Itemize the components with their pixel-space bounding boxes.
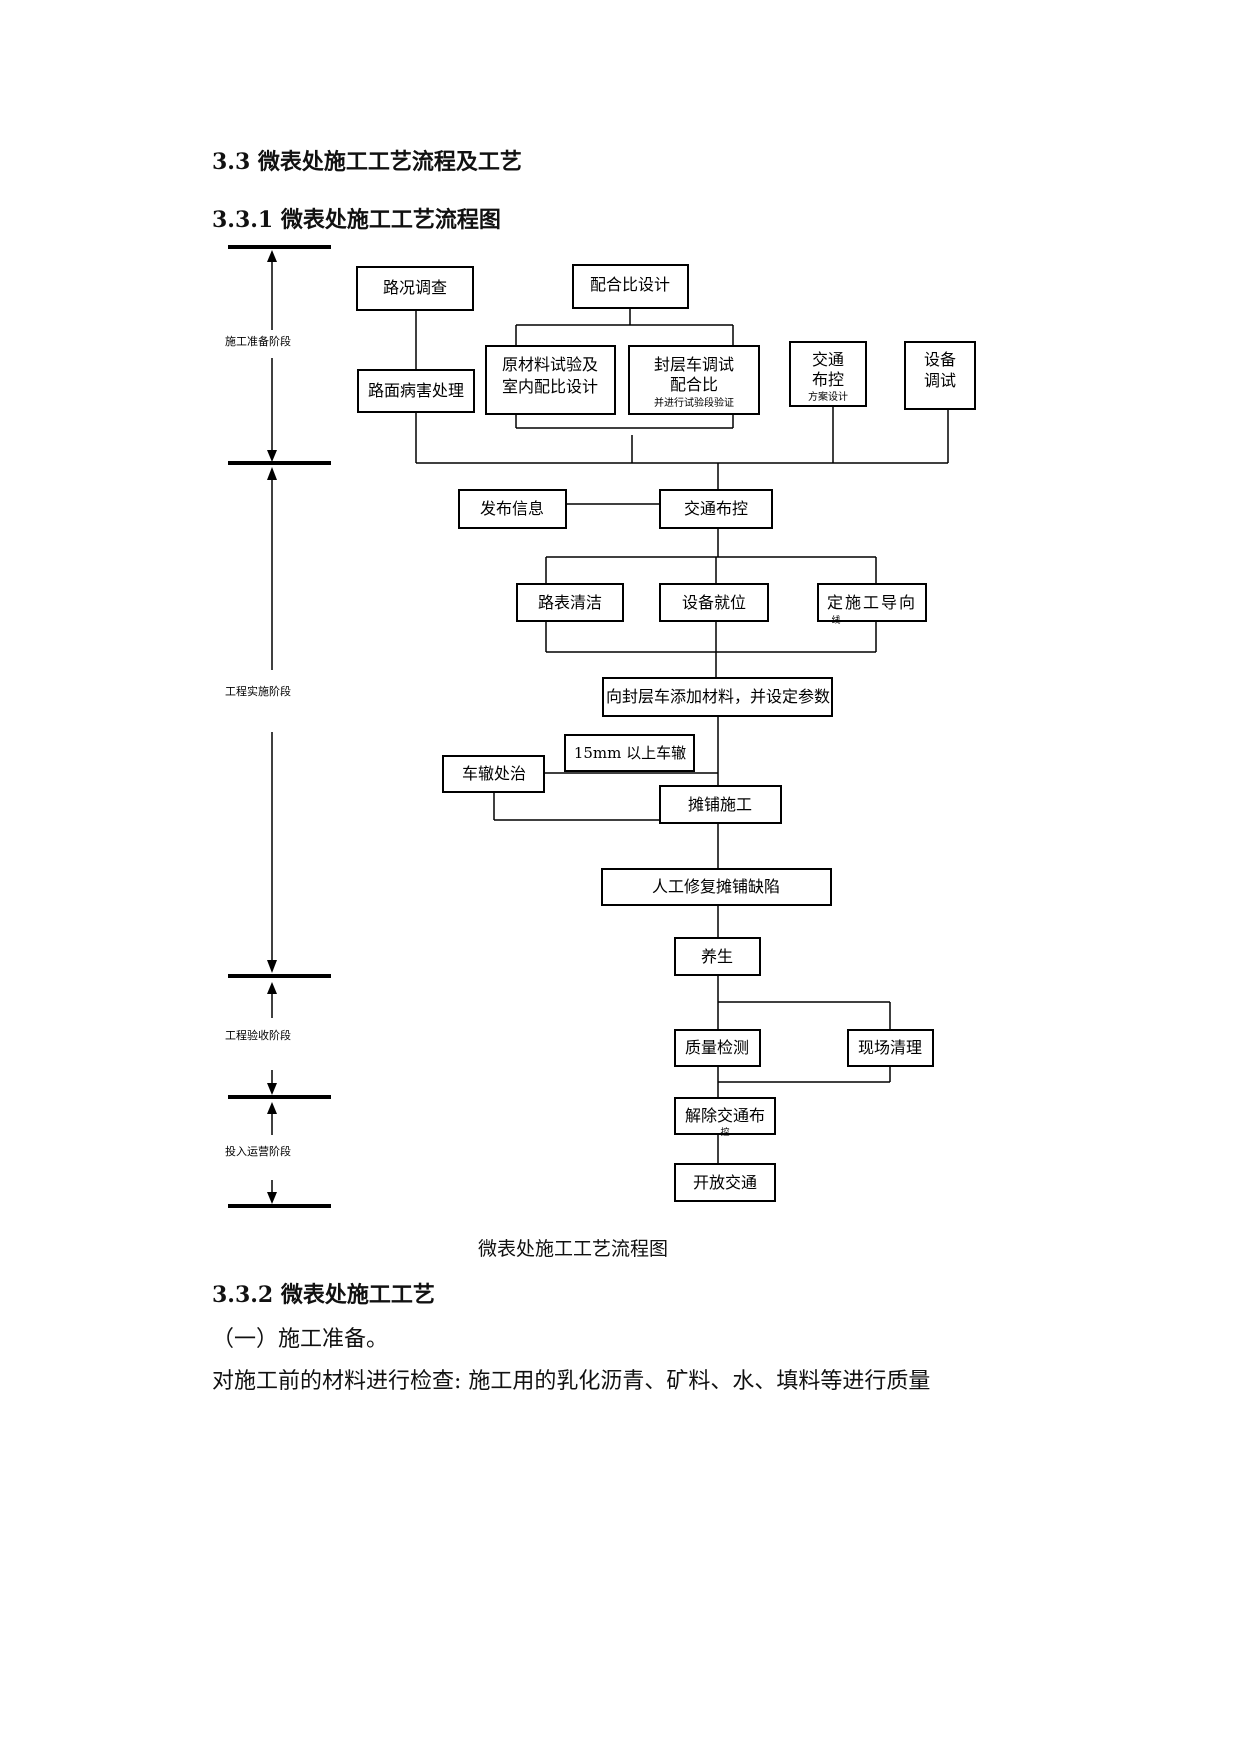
svg-text:发布信息: 发布信息 xyxy=(480,499,544,518)
box-paving: 摊铺施工 xyxy=(659,785,782,824)
svg-text:路面病害处理: 路面病害处理 xyxy=(368,381,464,400)
stage-label-accept: 工程验收阶段 xyxy=(225,1028,291,1042)
box-manual-repair: 人工修复摊铺缺陷 xyxy=(601,868,832,906)
box-publish-info: 发布信息 xyxy=(458,489,567,529)
section-title: 3.3 微表处施工工艺流程及工艺 xyxy=(212,149,522,175)
box-quality-check: 质量检测 xyxy=(674,1029,761,1067)
svg-text:现场清理: 现场清理 xyxy=(858,1038,922,1057)
stage-label-operate: 投入运营阶段 xyxy=(225,1144,291,1158)
box-add-material: 向封层车添加材料，并设定参数 xyxy=(602,677,833,717)
stage-label-prep: 施工准备阶段 xyxy=(225,334,291,348)
box-mix-design: 配合比设计 xyxy=(572,264,689,309)
subsection-2-title: 3.3.2 微表处施工工艺 xyxy=(212,1282,435,1308)
svg-text:路表清洁: 路表清洁 xyxy=(538,593,602,612)
box-rut-15mm: 15mm 以上车辙 xyxy=(564,734,695,772)
connectors xyxy=(415,308,949,1164)
svg-text:封层车调试: 封层车调试 xyxy=(654,355,734,374)
stage-label-exec: 工程实施阶段 xyxy=(225,684,291,698)
box-pavement-fix: 路面病害处理 xyxy=(357,369,475,413)
subsection-1-title: 3.3.1 微表处施工工艺流程图 xyxy=(212,207,501,233)
box-lift-control: 解除交通布 控 xyxy=(674,1097,776,1138)
svg-text:调试: 调试 xyxy=(924,371,956,390)
guide-line-cut: 线 xyxy=(831,614,840,626)
box-road-clean: 路表清洁 xyxy=(516,583,624,622)
figure-caption: 微表处施工工艺流程图 xyxy=(478,1238,669,1260)
box-rut-treat: 车辙处治 xyxy=(442,755,545,793)
svg-text:质量检测: 质量检测 xyxy=(685,1038,749,1057)
svg-text:车辙处治: 车辙处治 xyxy=(462,764,526,783)
svg-text:布控: 布控 xyxy=(812,370,844,389)
svg-text:向封层车添加材料，并设定参数: 向封层车添加材料，并设定参数 xyxy=(606,687,830,706)
svg-text:开放交通: 开放交通 xyxy=(693,1173,757,1192)
box-road-survey: 路况调查 xyxy=(356,266,474,311)
svg-text:15mm 以上车辙: 15mm 以上车辙 xyxy=(574,744,686,762)
svg-text:摊铺施工: 摊铺施工 xyxy=(688,795,752,814)
svg-text:解除交通布: 解除交通布 xyxy=(685,1106,765,1125)
svg-text:交通: 交通 xyxy=(812,350,844,369)
box-sealer-adjust: 封层车调试 配合比 并进行试验段验证 xyxy=(628,345,760,415)
box-equip-debug: 设备 调试 xyxy=(904,341,976,410)
svg-text:养生: 养生 xyxy=(701,947,733,966)
box-material-test: 原材料试验及 室内配比设计 xyxy=(485,345,616,415)
svg-text:配合比: 配合比 xyxy=(670,375,718,394)
svg-text:方案设计: 方案设计 xyxy=(808,390,848,403)
box-traffic-plan: 交通 布控 方案设计 xyxy=(789,341,867,407)
svg-text:定施工导向: 定施工导向 xyxy=(827,593,917,612)
box-guide-line: 定施工导向 线 xyxy=(817,583,927,626)
box-open-traffic: 开放交通 xyxy=(674,1163,776,1202)
svg-text:路况调查: 路况调查 xyxy=(383,278,447,297)
stage-timeline: 施工准备阶段 工程实施阶段 工程验收阶段 投入运营阶段 xyxy=(225,245,331,1208)
svg-text:并进行试验段验证: 并进行试验段验证 xyxy=(654,396,734,409)
svg-text:设备: 设备 xyxy=(924,350,956,369)
box-traffic-control: 交通布控 xyxy=(659,489,773,529)
lift-control-cut: 控 xyxy=(720,1126,729,1138)
svg-text:配合比设计: 配合比设计 xyxy=(590,275,670,294)
body-text: 对施工前的材料进行检查: 施工用的乳化沥青、矿料、水、填料等进行质量 xyxy=(212,1369,931,1394)
svg-text:原材料试验及: 原材料试验及 xyxy=(502,355,598,374)
svg-text:室内配比设计: 室内配比设计 xyxy=(502,377,598,396)
item-1: （一）施工准备。 xyxy=(212,1327,389,1352)
box-equip-ready: 设备就位 xyxy=(659,583,769,622)
box-site-clean: 现场清理 xyxy=(847,1029,934,1067)
box-curing: 养生 xyxy=(674,937,761,976)
svg-text:设备就位: 设备就位 xyxy=(682,593,746,612)
svg-text:交通布控: 交通布控 xyxy=(684,499,748,518)
svg-text:人工修复摊铺缺陷: 人工修复摊铺缺陷 xyxy=(652,877,780,896)
